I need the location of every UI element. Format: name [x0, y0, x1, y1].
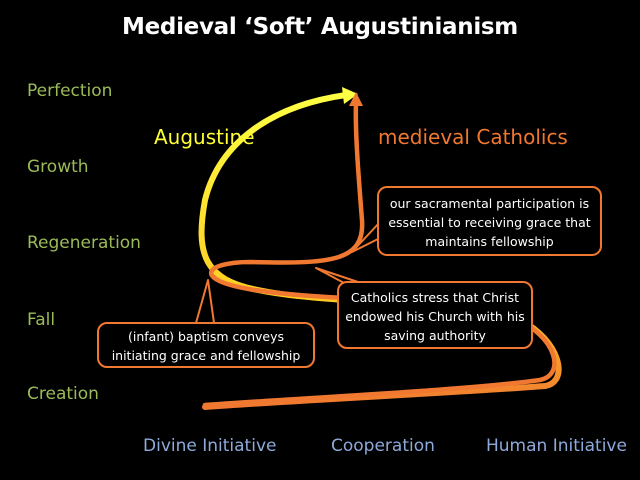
axis-human-initiative: Human Initiative [486, 436, 627, 456]
catholics-curve [202, 99, 557, 408]
augustine-arrowhead [342, 87, 358, 104]
baptism-callout-tail [195, 279, 215, 324]
slide-title: Medieval ‘Soft’ Augustinianism [122, 14, 518, 40]
sacramental-callout-tail [351, 221, 381, 253]
sacramental-callout: our sacramental participation is essenti… [377, 186, 602, 256]
stage-perfection: Perfection [27, 81, 113, 101]
stage-growth: Growth [27, 157, 89, 177]
catholics-label: medieval Catholics [378, 125, 568, 149]
augustine-label: Augustine [154, 125, 255, 149]
axis-cooperation: Cooperation [331, 436, 435, 456]
stage-fall: Fall [27, 310, 56, 330]
catholics-arrowhead [349, 92, 363, 106]
baptism-callout: (infant) baptism conveys initiating grac… [97, 322, 315, 368]
church-callout: Catholics stress that Christ endowed his… [337, 281, 533, 349]
axis-divine-initiative: Divine Initiative [143, 436, 277, 456]
stage-creation: Creation [27, 384, 99, 404]
stage-regeneration: Regeneration [27, 233, 141, 253]
